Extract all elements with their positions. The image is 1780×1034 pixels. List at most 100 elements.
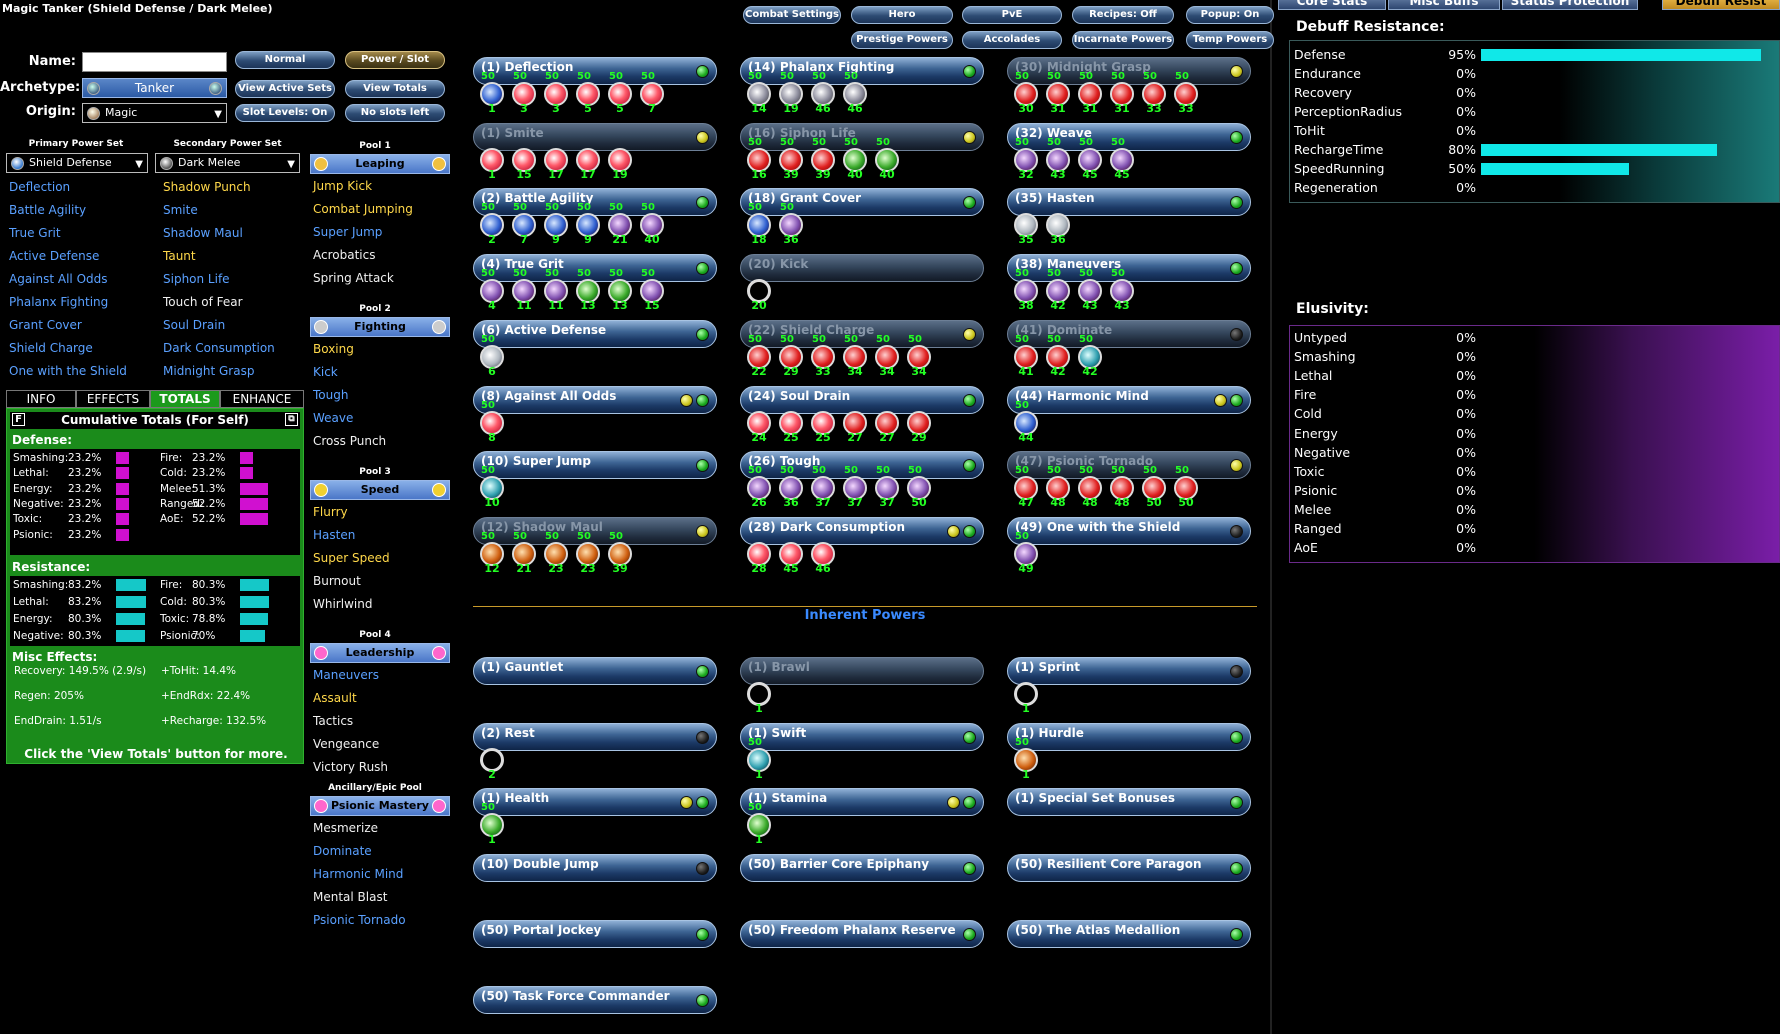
enhancement-slot[interactable]: 29	[905, 402, 933, 444]
power-shadow-maul[interactable]: Shadow Maul	[163, 226, 243, 240]
popup-on-button[interactable]: Popup: On	[1186, 6, 1274, 24]
power-dark-consumption[interactable]: Dark Consumption	[163, 341, 275, 355]
power-slot-active-defense[interactable]: (6) Active Defense	[473, 319, 717, 348]
hero-button[interactable]: Hero	[851, 6, 953, 24]
popout-icon[interactable]: ⧉	[285, 413, 298, 426]
power-touch-of-fear[interactable]: Touch of Fear	[163, 295, 243, 309]
tab-info[interactable]: INFO	[6, 390, 76, 408]
power-slot-hurdle[interactable]: (1) Hurdle	[1007, 722, 1251, 751]
tab-debuff-resist[interactable]: Debuff Resist	[1662, 0, 1780, 10]
enhancement-slot[interactable]: 25	[777, 402, 805, 444]
power-jump-kick[interactable]: Jump Kick	[313, 179, 373, 193]
power-slot-one-with-the-shield[interactable]: (49) One with the Shield	[1007, 516, 1251, 545]
power-deflection[interactable]: Deflection	[9, 180, 71, 194]
power-cross-punch[interactable]: Cross Punch	[313, 434, 387, 448]
power-taunt[interactable]: Taunt	[163, 249, 196, 263]
power-slot-tough[interactable]: (26) Tough	[740, 451, 984, 480]
power-soul-drain[interactable]: Soul Drain	[163, 318, 226, 332]
power-phalanx-fighting[interactable]: Phalanx Fighting	[9, 295, 109, 309]
power-slot-health[interactable]: (1) Health	[473, 788, 717, 817]
power-slot-the-atlas-medallion[interactable]: (50) The Atlas Medallion	[1007, 919, 1251, 948]
view-totals-button[interactable]: View Totals	[345, 80, 445, 98]
power-psionic-tornado[interactable]: Psionic Tornado	[313, 913, 406, 927]
enhancement-slot[interactable]: 20	[745, 270, 773, 312]
power-smite[interactable]: Smite	[163, 203, 198, 217]
pool-5-select[interactable]: Psionic Mastery	[310, 796, 450, 816]
pool-1-select[interactable]: Leaping	[310, 154, 450, 174]
power-slot-shadow-maul[interactable]: (12) Shadow Maul	[473, 516, 717, 545]
power-slot-rest[interactable]: (2) Rest	[473, 722, 717, 751]
secondary-set-select[interactable]: Dark Melee ▼	[155, 153, 300, 173]
power-slot-soul-drain[interactable]: (24) Soul Drain	[740, 385, 984, 414]
power-slot-midnight-grasp[interactable]: (30) Midnight Grasp	[1007, 57, 1251, 85]
power-harmonic-mind[interactable]: Harmonic Mind	[313, 867, 404, 881]
power-whirlwind[interactable]: Whirlwind	[313, 597, 373, 611]
power-kick[interactable]: Kick	[313, 365, 338, 379]
power-hasten[interactable]: Hasten	[313, 528, 356, 542]
power-slot-against-all-odds[interactable]: (8) Against All Odds	[473, 385, 717, 414]
power-super-speed[interactable]: Super Speed	[313, 551, 390, 565]
primary-set-select[interactable]: Shield Defense ▼	[6, 153, 148, 173]
power-shadow-punch[interactable]: Shadow Punch	[163, 180, 251, 194]
power-mesmerize[interactable]: Mesmerize	[313, 821, 379, 835]
slot-levels-button[interactable]: Slot Levels: On	[235, 104, 335, 122]
power-midnight-grasp[interactable]: Midnight Grasp	[163, 364, 255, 378]
tab-totals[interactable]: TOTALS	[150, 390, 220, 408]
no-slots-left-button[interactable]: No slots left	[345, 104, 445, 122]
power-slot-button[interactable]: Power / Slot	[345, 51, 445, 69]
power-slot-dominate[interactable]: (41) Dominate	[1007, 319, 1251, 348]
power-slot-true-grit[interactable]: (4) True Grit	[473, 254, 717, 283]
name-input[interactable]	[82, 52, 227, 72]
power-slot-super-jump[interactable]: (10) Super Jump	[473, 451, 717, 480]
power-slot-kick[interactable]: (20) Kick	[740, 254, 984, 283]
power-slot-harmonic-mind[interactable]: (44) Harmonic Mind	[1007, 385, 1251, 414]
power-true-grit[interactable]: True Grit	[9, 226, 61, 240]
power-grant-cover[interactable]: Grant Cover	[9, 318, 82, 332]
power-slot-dark-consumption[interactable]: (28) Dark Consumption	[740, 516, 984, 545]
power-weave[interactable]: Weave	[313, 411, 354, 425]
power-one-with-the-shield[interactable]: One with the Shield	[9, 364, 127, 378]
enhancement-slot[interactable]: 19	[606, 139, 634, 181]
view-active-sets-button[interactable]: View Active Sets	[235, 80, 335, 98]
power-burnout[interactable]: Burnout	[313, 574, 361, 588]
